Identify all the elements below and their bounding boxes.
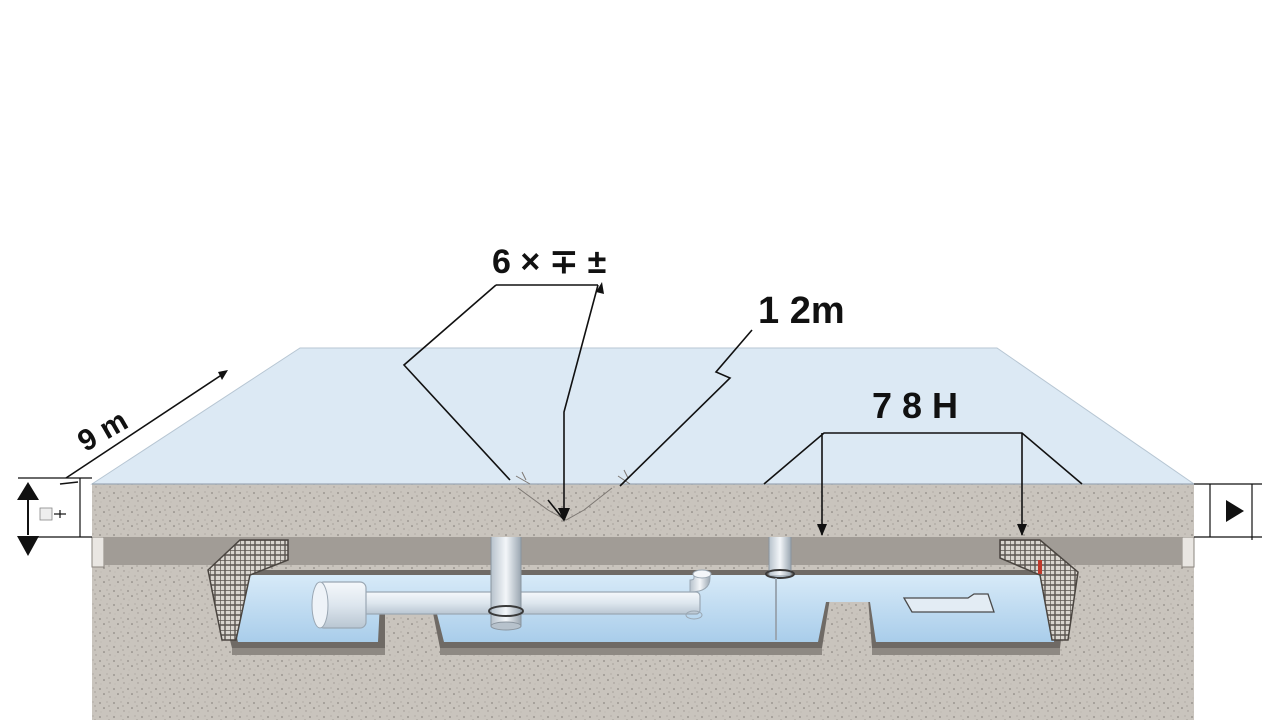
- horizontal-pipe: [311, 569, 712, 629]
- dimension-height-left: [17, 477, 92, 556]
- up-down-arrow-icon: [17, 482, 39, 556]
- label-length-left: 9 m: [72, 404, 133, 458]
- label-length-right: 1 2m: [758, 290, 845, 332]
- dimension-length-left: [59, 370, 228, 485]
- label-top-formula: 6 × ∓ ±: [492, 243, 606, 281]
- notch-marks: [515, 469, 631, 521]
- leader-height-right: [763, 432, 1083, 536]
- dimension-height-right: [1194, 483, 1262, 540]
- submerged-panel: [902, 593, 995, 613]
- vertical-pipe-right: [765, 535, 795, 640]
- mesh-wall-left: [207, 539, 289, 641]
- red-marker: [1038, 560, 1042, 574]
- vertical-pipe-left: [488, 535, 524, 631]
- mesh-wall-right: [999, 539, 1079, 641]
- label-height-right: 7 8 H: [872, 385, 958, 426]
- leader-length-right: [619, 329, 753, 487]
- play-triangle-icon: [1226, 500, 1244, 522]
- leader-top-formula: [402, 282, 604, 522]
- slab-front-face: [92, 484, 1194, 537]
